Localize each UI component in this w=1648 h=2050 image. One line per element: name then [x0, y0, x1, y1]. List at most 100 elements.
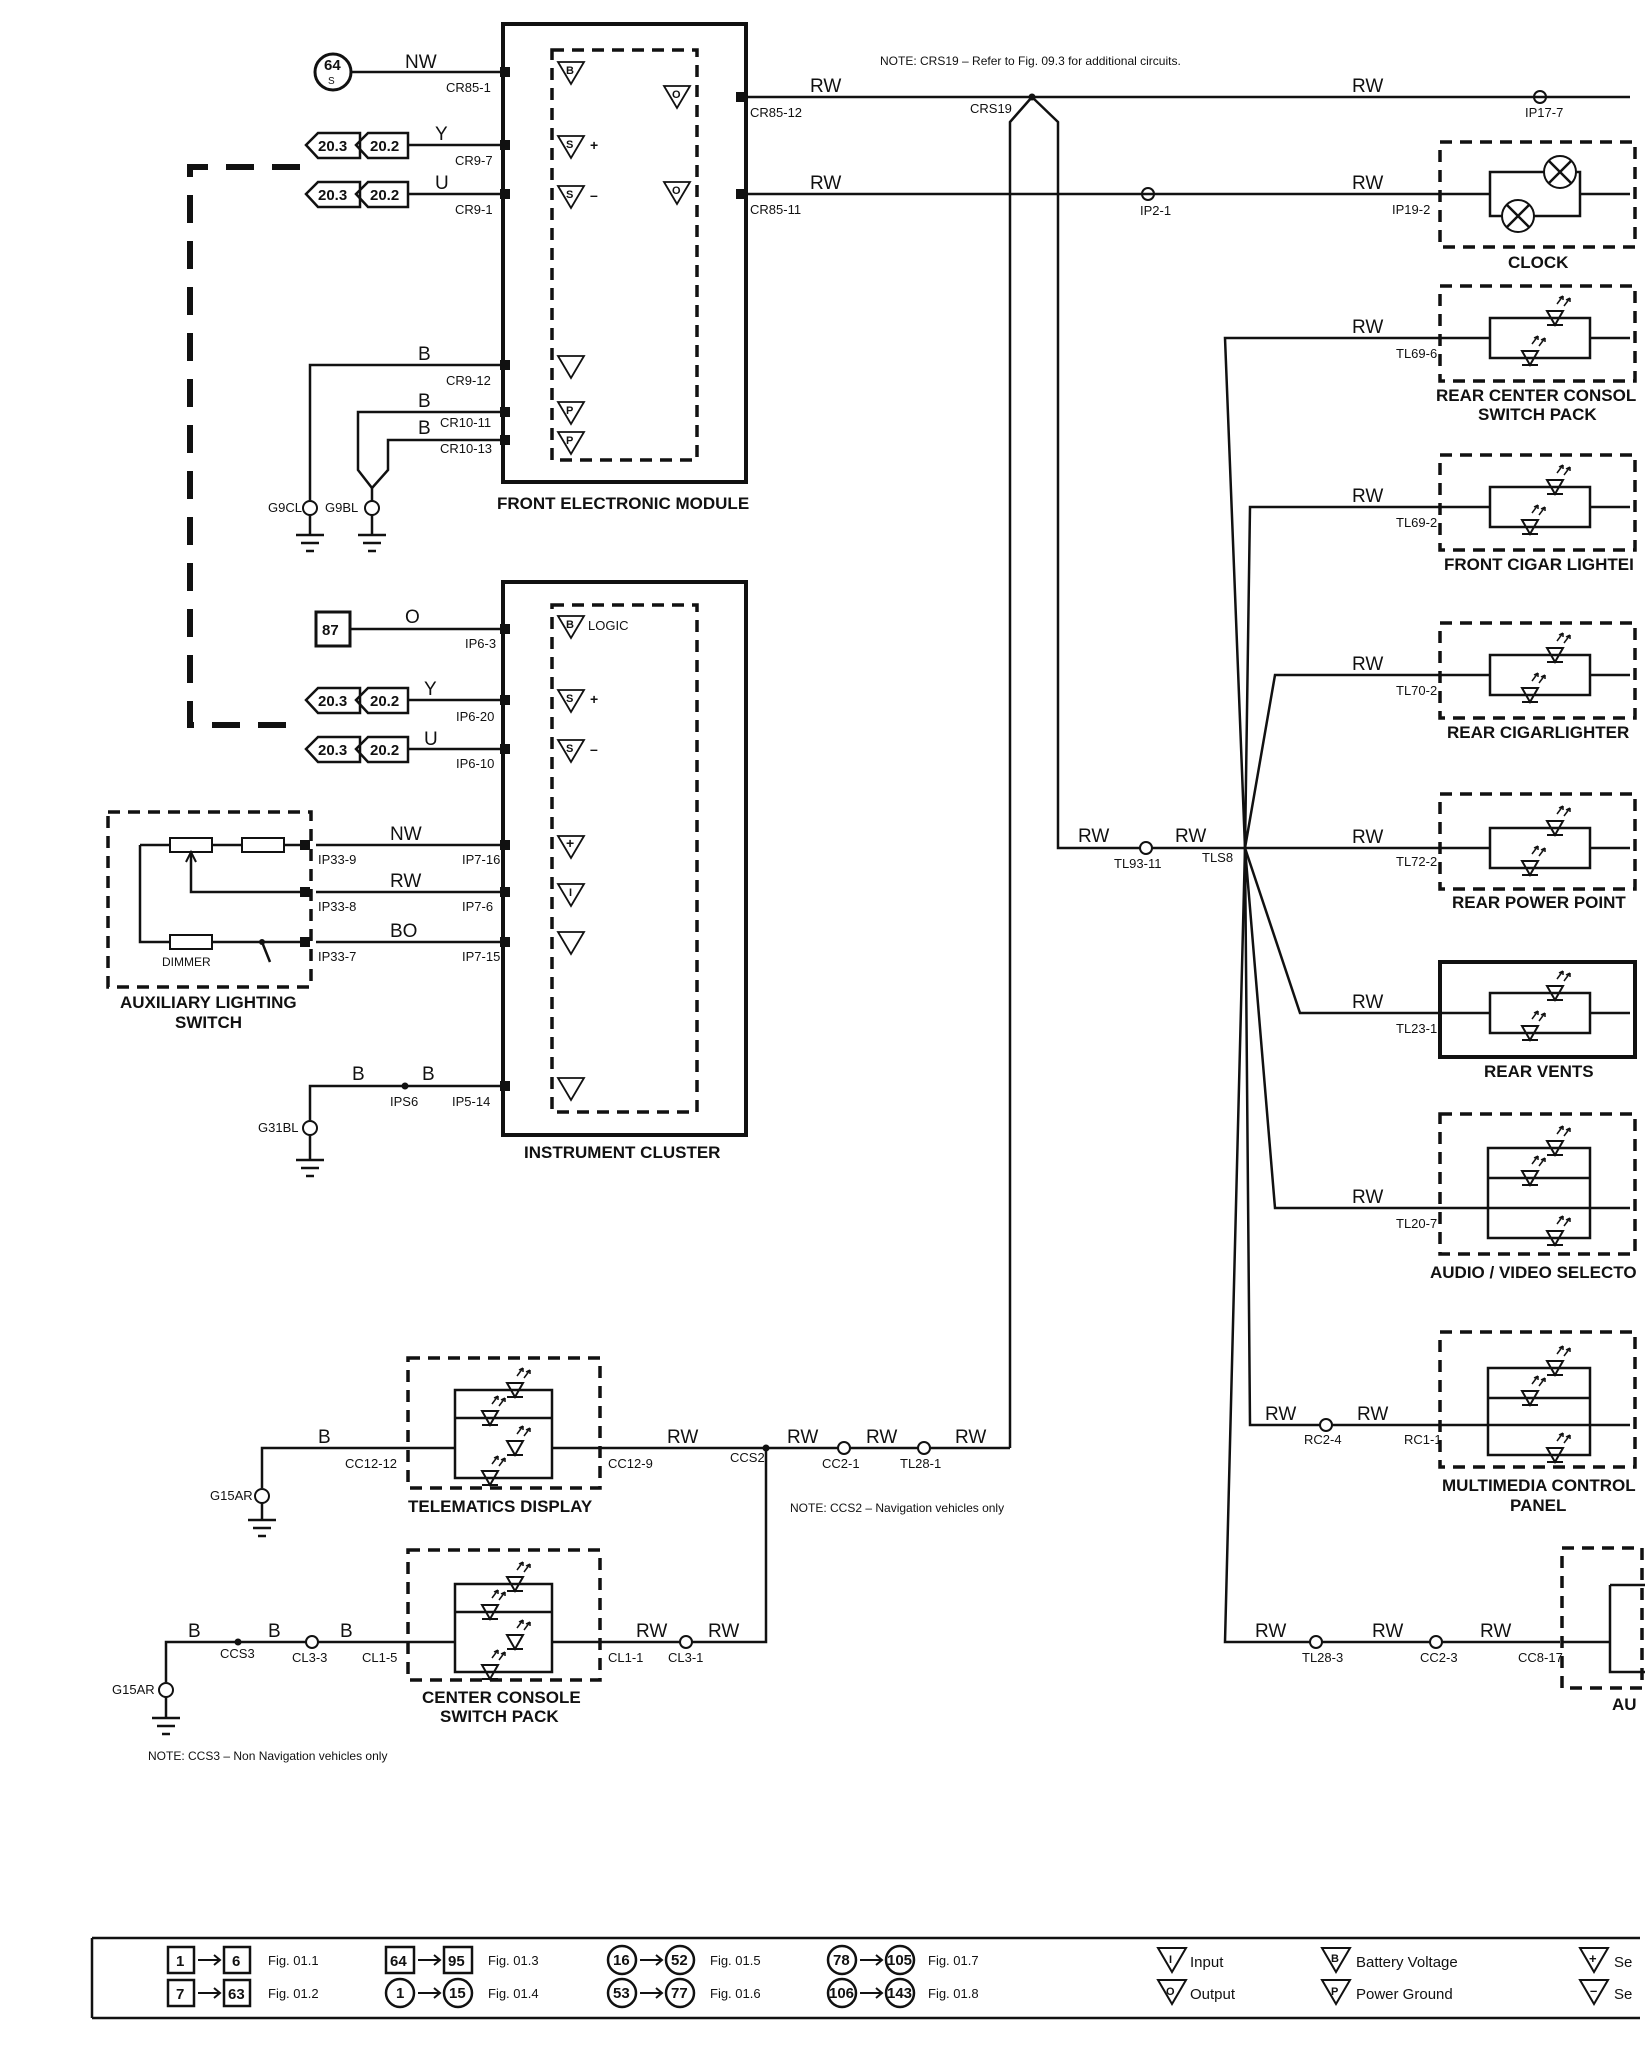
- wire-rw-tl69-2: RW: [1352, 486, 1383, 507]
- svg-text:S: S: [566, 743, 573, 755]
- wire-rw-cc2-3: RW: [1372, 1621, 1403, 1642]
- rear-center-console-title-2: SWITCH PACK: [1478, 405, 1597, 424]
- rear-center-console-switch-pack: REAR CENTER CONSOL SWITCH PACK: [1436, 284, 1637, 424]
- multimedia-control-panel: MULTIMEDIA CONTROL PANEL: [1438, 1330, 1637, 1515]
- splice-ccs2: CCS2: [730, 1450, 765, 1465]
- pin-tl69-2: TL69-2: [1396, 515, 1437, 530]
- wire-y-1: Y: [435, 124, 448, 145]
- tag-20-3: 20.3: [318, 138, 347, 155]
- pin-cl3-1: CL3-1: [668, 1650, 703, 1665]
- center-console-title-2: SWITCH PACK: [440, 1707, 559, 1726]
- dimmer-label: DIMMER: [162, 955, 211, 969]
- telematics-display: TELEMATICS DISPLAY: [406, 1356, 602, 1516]
- wire-b-4: B: [352, 1064, 365, 1085]
- audio-video-selector: AUDIO / VIDEO SELECTO: [1430, 1112, 1637, 1282]
- svg-text:+: +: [590, 691, 598, 707]
- splice-ccs3: CCS3: [220, 1646, 255, 1661]
- wire-rw-cl1-1: RW: [636, 1621, 667, 1642]
- wire-b-tele: B: [318, 1427, 331, 1448]
- svg-text:O: O: [1166, 1986, 1175, 1998]
- wire-rw-cc8: RW: [1480, 1621, 1511, 1642]
- pin-tl28-3: TL28-3: [1302, 1650, 1343, 1665]
- pin-ip33-7: IP33-7: [318, 949, 356, 964]
- tag-64-sub: S: [328, 76, 335, 87]
- legend-ref-3: 64 95 Fig. 01.3: [384, 1945, 539, 1975]
- pin-ip33-9: IP33-9: [318, 852, 356, 867]
- multimedia-control-title-2: PANEL: [1510, 1496, 1566, 1515]
- svg-text:–: –: [1590, 1983, 1597, 1998]
- pin-ip6-3: IP6-3: [465, 636, 496, 651]
- pin-tl69-6: TL69-6: [1396, 346, 1437, 361]
- legend-ref-7-a: 78: [833, 1952, 850, 1969]
- pin-cc2-3: CC2-3: [1420, 1650, 1458, 1665]
- wire-nw-1: NW: [405, 52, 437, 73]
- svg-text:S: S: [566, 189, 573, 201]
- audio-video-selector-title: AUDIO / VIDEO SELECTO: [1430, 1263, 1637, 1282]
- wire-rw-tl93: RW: [1078, 826, 1109, 847]
- pin-cl1-5: CL1-5: [362, 1650, 397, 1665]
- rear-power-point-title: REAR POWER POINT: [1452, 893, 1626, 912]
- svg-text:B: B: [566, 65, 574, 77]
- pin-cc2-1: CC2-1: [822, 1456, 860, 1471]
- ground-g9cl: G9CL: [268, 500, 302, 515]
- legend-ref-6-fig: Fig. 01.6: [710, 1986, 761, 2001]
- tag-64: 64: [324, 57, 341, 74]
- pin-ip19-2: IP19-2: [1392, 202, 1430, 217]
- legend-ref-2-a: 7: [176, 1986, 184, 2003]
- svg-text:P: P: [566, 405, 573, 417]
- wire-b-ccs3: B: [188, 1621, 201, 1642]
- telematics-display-title: TELEMATICS DISPLAY: [408, 1497, 593, 1516]
- pin-tl70-2: TL70-2: [1396, 683, 1437, 698]
- pin-rc2-4: RC2-4: [1304, 1432, 1342, 1447]
- svg-text:B: B: [1331, 1953, 1339, 1965]
- ground-g15ar-2: G15AR: [112, 1682, 155, 1697]
- svg-text:+: +: [590, 137, 598, 153]
- aux-switch-title-2: SWITCH: [175, 1013, 242, 1032]
- rear-power-point: REAR POWER POINT: [1438, 792, 1637, 912]
- clock: CLOCK: [1438, 140, 1637, 272]
- pin-cc12-12: CC12-12: [345, 1456, 397, 1471]
- pin-ip33-8: IP33-8: [318, 899, 356, 914]
- legend-ref-8-b: 143: [887, 1985, 912, 2002]
- legend-ref-6-b: 77: [671, 1985, 688, 2002]
- wire-rw-rc2: RW: [1265, 1404, 1296, 1425]
- pin-ip17-7: IP17-7: [1525, 105, 1563, 120]
- center-console-switch-pack: CENTER CONSOLE SWITCH PACK: [406, 1548, 602, 1726]
- wire-rw-aux: RW: [390, 871, 421, 892]
- aux-switch-title-1: AUXILIARY LIGHTING: [120, 993, 297, 1012]
- wire-b-cl3-3: B: [268, 1621, 281, 1642]
- legend-power-ground: Power Ground: [1356, 1986, 1453, 2003]
- legend-ref-8-a: 106: [829, 1985, 854, 2002]
- wire-b-5: B: [422, 1064, 435, 1085]
- splice-crs19: CRS19: [970, 101, 1012, 116]
- svg-text:I: I: [569, 887, 572, 899]
- wire-rw-ip19: RW: [1352, 173, 1383, 194]
- pin-cr85-12: CR85-12: [750, 105, 802, 120]
- legend-ref-5-b: 52: [671, 1952, 688, 1969]
- pin-ip5-14: IP5-14: [452, 1094, 490, 1109]
- tag-group-2: 20.3 20.2: [304, 180, 410, 209]
- svg-text:P: P: [566, 435, 573, 447]
- pin-tl20-7: TL20-7: [1396, 1216, 1437, 1231]
- legend-ref-4-fig: Fig. 01.4: [488, 1986, 539, 2001]
- legend: 1 6 Fig. 01.1 7 63 Fig. 01.2 64 95 Fig. …: [90, 1936, 1640, 2020]
- note-ccs2: NOTE: CCS2 – Navigation vehicles only: [790, 1501, 1004, 1515]
- note-crs19: NOTE: CRS19 – Refer to Fig. 09.3 for add…: [880, 54, 1181, 68]
- legend-ref-3-b: 95: [448, 1953, 465, 1970]
- tag-group-1: 20.3 20.2: [304, 131, 410, 160]
- tag-20-2: 20.2: [370, 693, 399, 710]
- legend-ref-3-fig: Fig. 01.3: [488, 1953, 539, 1968]
- legend-ref-1: 1 6 Fig. 01.1: [166, 1945, 319, 1975]
- pin-ip2-1: IP2-1: [1140, 203, 1171, 218]
- legend-symbols: I Input O Output B Battery Voltage P Pow…: [1156, 1947, 1632, 2006]
- legend-battery-voltage: Battery Voltage: [1356, 1954, 1458, 1971]
- legend-ref-7-fig: Fig. 01.7: [928, 1953, 979, 1968]
- ground-g31bl: G31BL: [258, 1120, 298, 1135]
- wire-y-2: Y: [424, 679, 437, 700]
- front-electronic-module-title: FRONT ELECTRONIC MODULE: [497, 494, 749, 513]
- legend-ref-6-a: 53: [613, 1985, 630, 2002]
- legend-ref-4: 1 15 Fig. 01.4: [384, 1977, 539, 2009]
- legend-ref-2-b: 63: [228, 1986, 245, 2003]
- legend-ref-1-fig: Fig. 01.1: [268, 1953, 319, 1968]
- legend-ref-4-b: 15: [449, 1985, 466, 2002]
